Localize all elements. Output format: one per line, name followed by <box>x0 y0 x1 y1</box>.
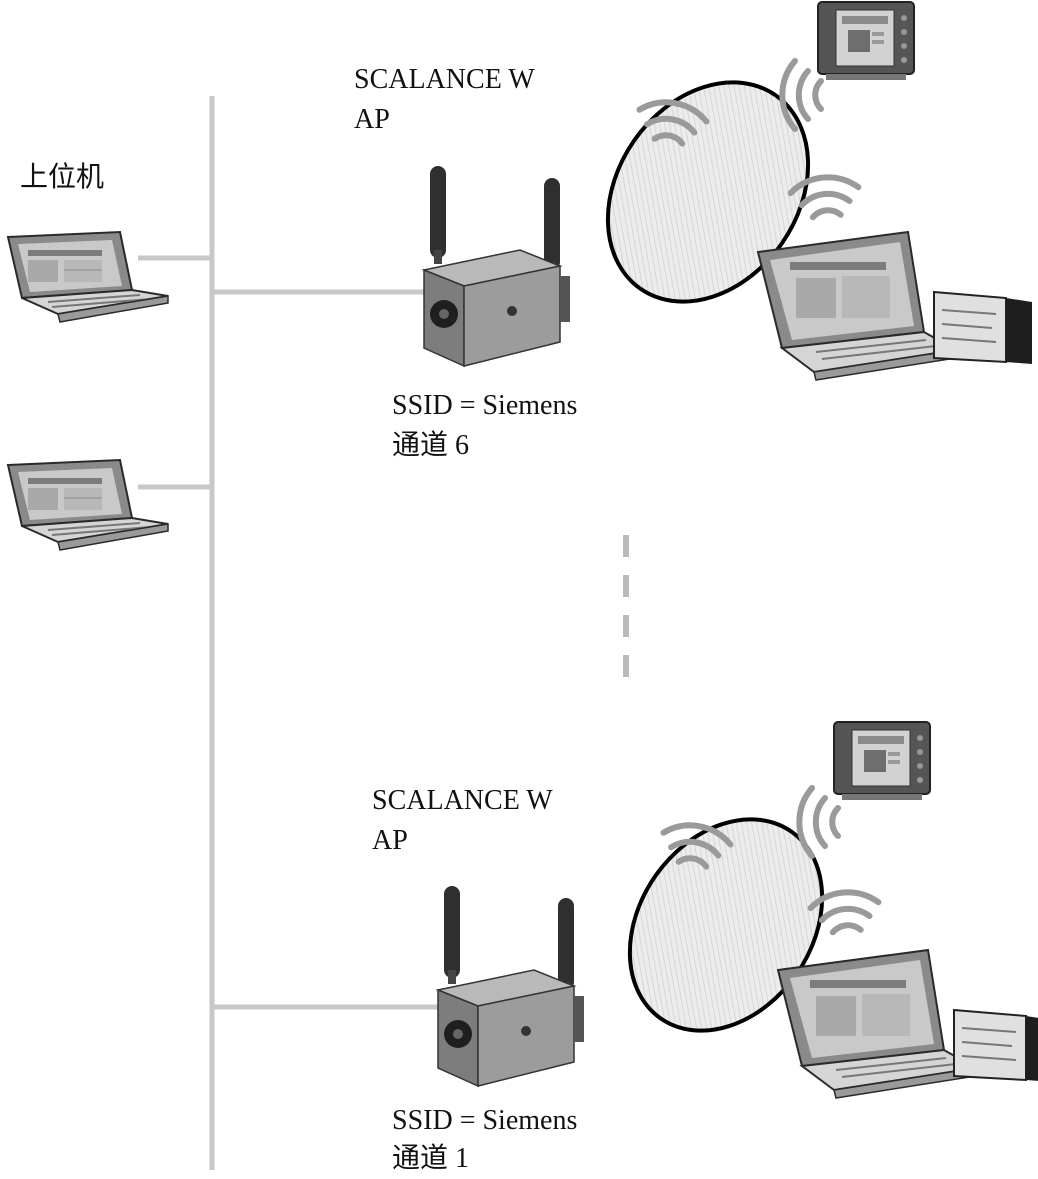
ap1-ssid: SSID = Siemens <box>392 390 578 421</box>
access-point-2 <box>437 885 585 1087</box>
ap2-title-line1: SCALANCE W <box>372 785 553 816</box>
ap2-ssid: SSID = Siemens <box>392 1105 578 1136</box>
access-point-1 <box>423 165 571 367</box>
ap2-channel: 通道 1 <box>392 1143 470 1174</box>
ap1-title-line2: AP <box>354 104 390 135</box>
client-laptop-1 <box>757 231 1033 381</box>
hmi-panel-2 <box>833 721 931 801</box>
host-pc-1 <box>7 231 169 323</box>
wired-bus <box>138 96 442 1170</box>
host-pc-2 <box>7 459 169 551</box>
client-laptop-2 <box>777 949 1038 1099</box>
ap1-title-line1: SCALANCE W <box>354 64 535 95</box>
host-label: 上位机 <box>20 162 105 193</box>
ap1-channel: 通道 6 <box>392 430 470 461</box>
hmi-panel-1 <box>817 1 915 81</box>
ap2-title-line2: AP <box>372 825 408 856</box>
